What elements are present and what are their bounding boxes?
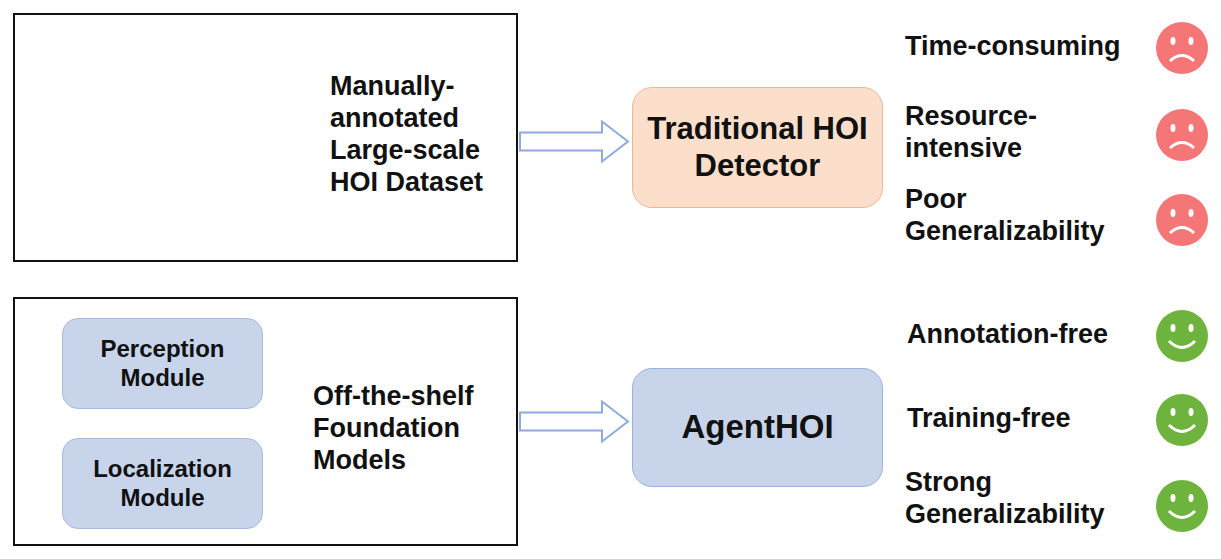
face-eye: [1189, 209, 1194, 217]
face-eye: [1171, 408, 1176, 416]
face-eye: [1189, 37, 1194, 45]
node-text: Off-the-shelf Foundation Models: [313, 381, 523, 477]
property-label: Strong Generalizability: [905, 466, 1165, 531]
module-box: Localization Module: [62, 438, 263, 529]
property-label: Poor Generalizability: [905, 183, 1165, 248]
property-label: Resource-intensive: [905, 100, 1055, 165]
node-text: Traditional HOI Detector: [643, 111, 873, 184]
face-eye: [1171, 124, 1176, 132]
face-circle: [1156, 194, 1208, 246]
face-mouth: [1170, 56, 1194, 62]
face-mouth: [1170, 143, 1194, 149]
face-eye: [1171, 37, 1176, 45]
sad-face: [1156, 22, 1208, 74]
node-text: Manually-annotated Large-scale HOI Datas…: [330, 71, 525, 198]
happy-face: [1156, 394, 1208, 446]
property-label: Training-free: [907, 402, 1167, 434]
face-eye: [1189, 324, 1194, 332]
sad-face: [1156, 194, 1208, 246]
group-box: Manually-annotated Large-scale HOI Datas…: [13, 13, 518, 262]
face-eye: [1189, 408, 1194, 416]
face-eye: [1171, 209, 1176, 217]
happy-face: [1156, 480, 1208, 532]
property-label: Time-consuming: [905, 30, 1165, 62]
group-box: Off-the-shelf Foundation ModelsPerceptio…: [13, 297, 518, 546]
face-mouth: [1170, 228, 1194, 234]
face-eye: [1171, 324, 1176, 332]
face-mouth: [1169, 511, 1195, 518]
face-circle: [1156, 480, 1208, 532]
face-mouth: [1169, 425, 1195, 432]
node-text: Localization Module: [68, 455, 258, 512]
process-box: Traditional HOI Detector: [632, 87, 883, 208]
block-arrow: [520, 122, 628, 162]
face-circle: [1156, 394, 1208, 446]
node-text: Perception Module: [68, 335, 258, 392]
node-text: AgentHOI: [643, 408, 873, 447]
face-eye: [1171, 494, 1176, 502]
happy-face: [1156, 310, 1208, 362]
face-circle: [1156, 22, 1208, 74]
block-arrow: [520, 402, 628, 442]
process-box: AgentHOI: [632, 368, 883, 487]
face-circle: [1156, 310, 1208, 362]
property-label: Annotation-free: [907, 318, 1167, 350]
sad-face: [1156, 109, 1208, 161]
connector-layer: [520, 122, 628, 442]
face-eye: [1189, 124, 1194, 132]
face-eye: [1189, 494, 1194, 502]
face-circle: [1156, 109, 1208, 161]
face-mouth: [1169, 341, 1195, 348]
module-box: Perception Module: [62, 318, 263, 409]
